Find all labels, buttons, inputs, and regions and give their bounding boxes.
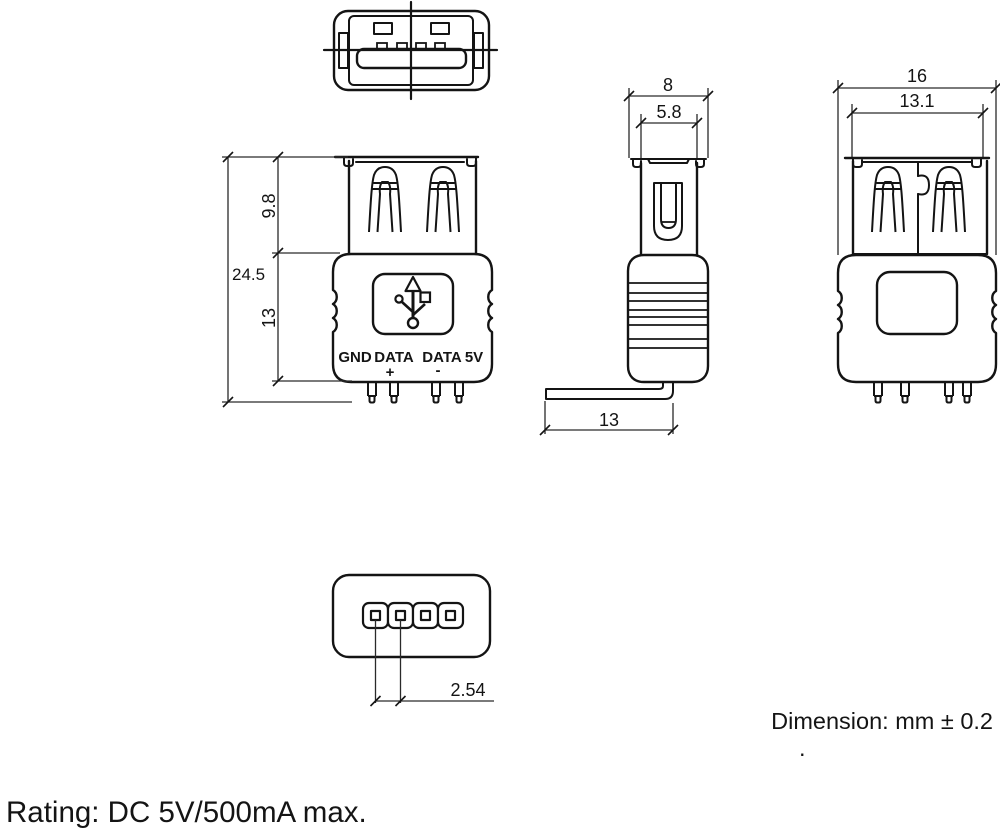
- front-shell: [333, 155, 480, 256]
- side-view: 8 5.8: [539, 75, 714, 436]
- dim-rear-outer-width-label: 16: [907, 66, 927, 86]
- side-shell: [630, 158, 707, 258]
- side-bent-lead: [545, 381, 674, 400]
- front-contact-spring-left: [368, 166, 402, 233]
- stray-dot: .: [799, 735, 806, 761]
- bottom-view-pin-pads: [361, 601, 465, 630]
- rear-contact-spring-left: [871, 166, 905, 233]
- top-view: [322, 0, 499, 101]
- rear-view: 16 13.1: [832, 66, 1000, 404]
- dim-side-outer-width-label: 8: [663, 75, 673, 95]
- pin-label-plus-sign: +: [386, 364, 395, 381]
- side-lead-dimension: 13: [539, 401, 679, 436]
- front-dimensions: 24.5 9.8 13: [222, 151, 352, 408]
- side-dimensions-top: 8 5.8: [623, 75, 714, 158]
- usb-logo-icon: [371, 272, 455, 336]
- rear-center-divider: [917, 161, 930, 255]
- front-contact-spring-right: [426, 166, 460, 233]
- rear-shell: [843, 156, 991, 256]
- rear-contact-spring-right: [932, 166, 966, 233]
- dim-body-height-label: 13: [259, 308, 279, 328]
- dim-lead-length-label: 13: [599, 410, 619, 430]
- rear-body-panel: [875, 270, 959, 336]
- side-body-ribs: [628, 282, 708, 349]
- dim-side-inner-width-label: 5.8: [656, 102, 681, 122]
- pin-label-data-plus: DATA: [374, 349, 414, 366]
- bottom-view-body: [331, 573, 492, 659]
- dim-total-height-label: 24.5: [232, 265, 265, 284]
- pin-label-gnd: GND: [338, 349, 372, 366]
- side-body: [626, 253, 710, 384]
- front-pins: [367, 381, 464, 404]
- rating-note: Rating: DC 5V/500mA max.: [6, 796, 367, 829]
- front-pin-labels: GND DATA + DATA - 5V: [338, 349, 483, 381]
- rear-body: [836, 253, 998, 384]
- dim-shell-height-label: 9.8: [259, 193, 279, 218]
- bottom-view: 2.54: [331, 573, 494, 707]
- top-view-notch-left: [373, 22, 393, 35]
- front-view: GND DATA + DATA - 5V 24.5 9.8 13: [222, 151, 494, 408]
- rear-dimensions-top: 16 13.1: [832, 66, 1000, 255]
- pin-label-5v: 5V: [465, 349, 483, 366]
- dim-rear-inner-width-label: 13.1: [899, 91, 934, 111]
- tolerance-note: Dimension: mm ± 0.2: [771, 708, 993, 734]
- side-latch-slot: [653, 182, 683, 241]
- pin-label-minus-sign: -: [436, 362, 441, 379]
- rear-pins: [873, 381, 972, 404]
- pin-label-data-minus: DATA: [422, 349, 462, 366]
- dim-pin-pitch-label: 2.54: [450, 680, 485, 700]
- top-view-notch-right: [430, 22, 450, 35]
- bottom-pitch-dimension: 2.54: [369, 620, 494, 707]
